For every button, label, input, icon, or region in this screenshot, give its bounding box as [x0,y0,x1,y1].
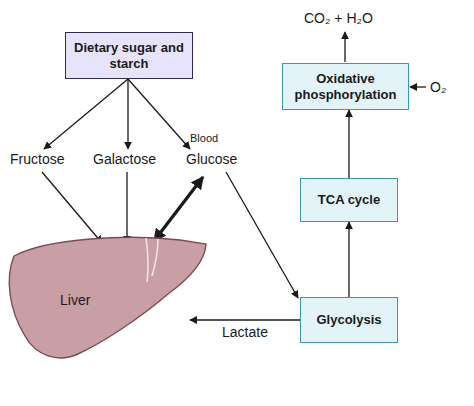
box-label: TCA cycle [318,192,380,208]
flow-arrow [127,79,128,149]
source-box: Dietary sugar and starch [65,32,193,79]
box-label: Dietary sugar and starch [70,40,188,72]
liver-organ: Liver [8,232,190,360]
liver-ligament [146,238,158,282]
flow-arrow [226,172,298,298]
flow-arrow [410,86,426,87]
sugar-label: Fructose [10,151,64,167]
flow-arrow [42,172,102,243]
liver-illustration [8,232,190,360]
flow-arrow [126,172,127,243]
liver-outline [9,237,206,357]
flow-arrow [348,110,349,178]
product-label: CO₂ + H₂O [304,10,373,26]
sugar-label: Glucose [186,151,237,167]
flow-arrow [128,79,190,149]
compartment-label: Blood [190,132,218,144]
box-label: Oxidative phosphorylation [287,71,404,103]
flow-arrow [344,32,345,62]
flow-arrow [44,79,128,149]
process-box: TCA cycle [300,178,398,222]
flow-arrow [348,222,349,297]
exchange-arrow [154,177,203,241]
input-label: O₂ [430,79,446,95]
organ-label: Liver [60,292,90,308]
process-box: Oxidative phosphorylation [282,63,409,110]
edge-label: Lactate [222,324,268,340]
flow-arrow [190,319,300,320]
box-label: Glycolysis [316,312,381,328]
sugar-label: Galactose [93,151,156,167]
process-box: Glycolysis [300,297,398,343]
